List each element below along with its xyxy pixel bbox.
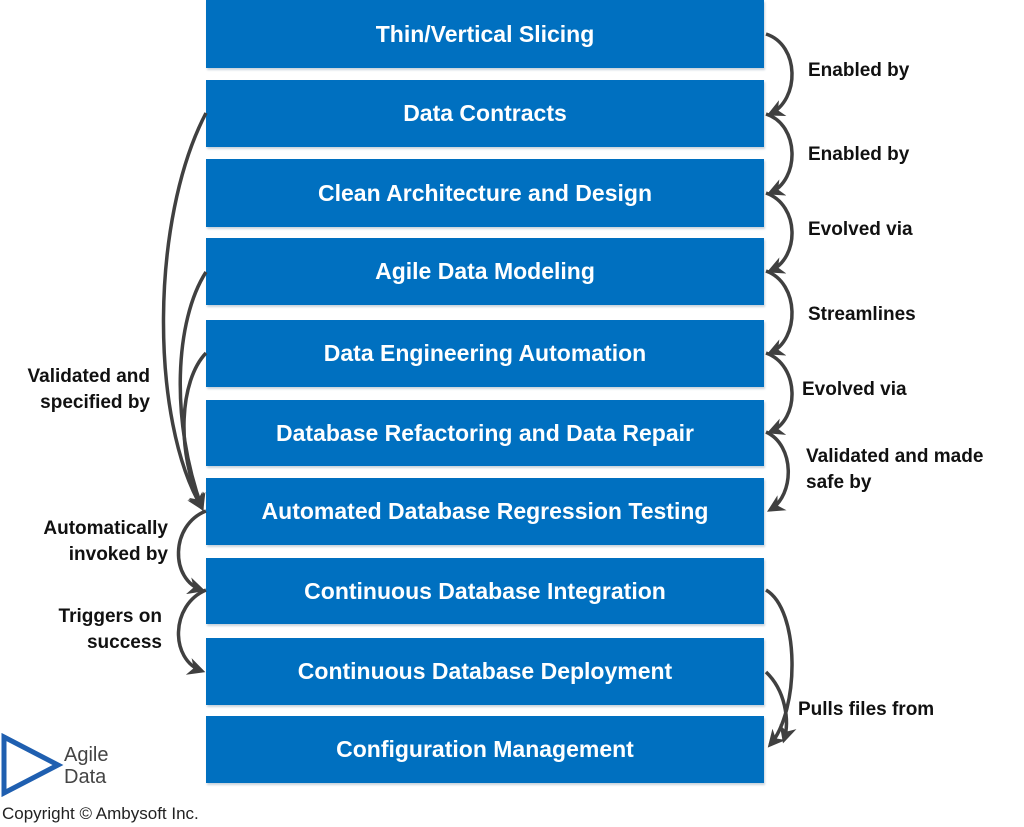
logo-text: Agile Data <box>64 744 108 788</box>
arrow <box>765 588 794 748</box>
step-box: Agile Data Modeling <box>206 238 764 305</box>
arrow <box>765 269 794 356</box>
relation-label: Validated and made safe by <box>806 446 984 493</box>
arrow <box>765 112 794 196</box>
relation-label: Automatically invoked by <box>43 518 168 565</box>
arrow <box>765 191 794 274</box>
step-box: Continuous Database Integration <box>206 558 764 624</box>
step-box: Thin/Vertical Slicing <box>206 0 764 68</box>
relation-label: Validated and specified by <box>27 366 150 413</box>
arrow <box>765 351 794 435</box>
relation-label: Evolved via <box>802 379 907 400</box>
relation-label: Enabled by <box>808 144 910 165</box>
logo-text-line2: Data <box>64 766 107 788</box>
step-box: Clean Architecture and Design <box>206 159 764 227</box>
copyright-text: Copyright © Ambysoft Inc. <box>2 804 199 823</box>
agile-data-logo-icon <box>1 733 64 797</box>
logo-text-line1: Agile <box>64 744 109 766</box>
arrow <box>182 351 208 512</box>
step-box: Automated Database Regression Testing <box>206 478 764 545</box>
arrow <box>176 588 207 675</box>
step-box: Data Engineering Automation <box>206 320 764 387</box>
step-box: Configuration Management <box>206 716 764 783</box>
relation-label: Triggers on success <box>58 606 162 653</box>
arrow <box>765 430 790 512</box>
step-box: Data Contracts <box>206 80 764 147</box>
relation-label: Pulls files from <box>798 699 935 720</box>
arrow <box>176 509 207 595</box>
arrow <box>765 32 794 116</box>
relation-label: Evolved via <box>808 219 913 240</box>
relation-label: Streamlines <box>808 304 916 325</box>
relation-label: Enabled by <box>808 60 910 81</box>
arrow <box>161 112 208 512</box>
step-box: Database Refactoring and Data Repair <box>206 400 764 466</box>
step-box: Continuous Database Deployment <box>206 638 764 705</box>
arrow <box>764 670 797 744</box>
